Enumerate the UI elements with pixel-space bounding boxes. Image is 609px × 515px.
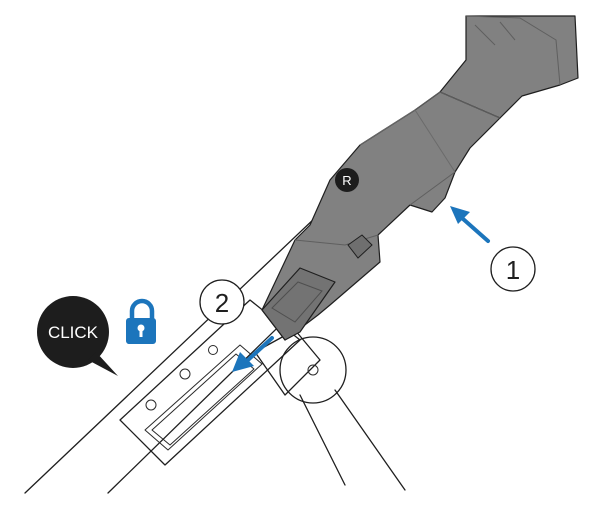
r-marker: R (335, 168, 359, 192)
step-2-callout: 2 (200, 280, 244, 324)
click-bubble-label: CLICK (48, 323, 99, 342)
step-2-label: 2 (215, 288, 229, 318)
arrow-1 (450, 206, 488, 241)
hinge-disc (280, 337, 346, 403)
hinge-joint (255, 330, 405, 490)
r-marker-label: R (342, 173, 351, 188)
step-1-callout: 1 (491, 247, 535, 291)
lock-icon (126, 301, 156, 344)
connector-part (262, 16, 578, 340)
click-bubble: CLICK (37, 296, 118, 376)
step-1-label: 1 (506, 255, 520, 285)
